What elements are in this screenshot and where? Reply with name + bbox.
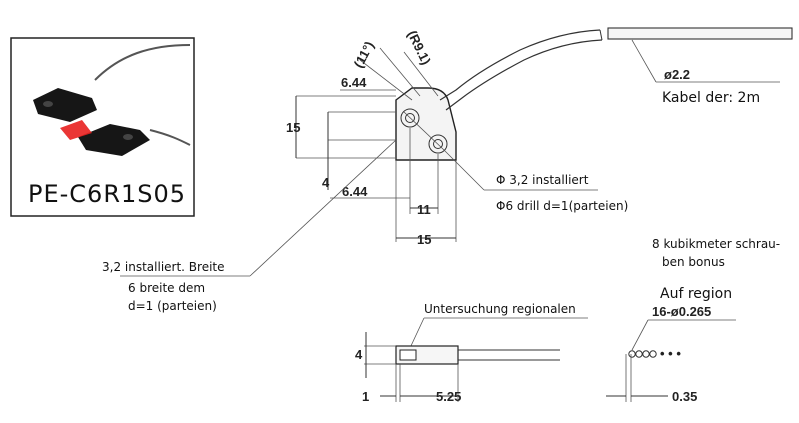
hole-centerline	[403, 111, 445, 151]
mount-hole-top-inner	[405, 113, 415, 123]
sensor-head-drawing: (11°) (R9.1) 15 4 6.44 6.44 11 15	[286, 27, 793, 247]
photo-cable-bottom	[149, 129, 191, 146]
cable-diameter: ø2.2	[664, 67, 690, 82]
cable-segment	[607, 27, 793, 40]
screw-note-line1: 8 kubikmeter schrau-	[652, 237, 780, 251]
region-fiber-4	[649, 350, 657, 358]
angle-leader-b	[379, 47, 421, 97]
side-dim-1: 1	[362, 389, 369, 404]
radius-leader	[403, 51, 439, 97]
dim-15-horizontal: 15	[417, 232, 431, 247]
dim-644-bottom: 6.44	[342, 184, 368, 199]
region-fiber-3	[642, 350, 650, 358]
cable-break-left	[599, 29, 603, 41]
left-note-line2: 6 breite dem	[128, 281, 205, 295]
photo-sensor-head-bottom	[78, 124, 150, 156]
mount-hole-bottom-inner	[433, 139, 443, 149]
dim-11: 11	[417, 202, 431, 217]
model-label: PE-C6R1S05	[28, 180, 186, 208]
screw-note-line2: ben bonus	[662, 255, 725, 269]
side-dim-4: 4	[355, 347, 363, 362]
photo-red-beam	[60, 120, 92, 140]
hole-callout-leader	[443, 149, 485, 191]
dim-4: 4	[322, 175, 330, 190]
region-view-title: Auf region	[660, 286, 732, 302]
photo-mount-hole-bottom	[123, 134, 133, 140]
side-dim-525: 5.25	[436, 389, 461, 404]
product-photo-panel: PE-C6R1S05	[10, 37, 195, 217]
photo-cable-top	[94, 44, 191, 81]
dim-644-top: 6.44	[341, 75, 367, 90]
cable-edge-outer	[439, 29, 601, 101]
region-leader	[631, 319, 649, 351]
region-spec: 16-ø0.265	[652, 304, 711, 319]
cable-edge-inner	[445, 39, 603, 111]
install-32-note: Φ 3,2 installiert	[496, 173, 589, 187]
cable-callout-leader	[631, 39, 657, 83]
photo-frame	[10, 37, 195, 217]
drill-6-note: Φ6 drill d=1(parteien)	[496, 199, 628, 213]
angle-label: (11°)	[351, 39, 377, 70]
dim-15-vertical: 15	[286, 120, 300, 135]
region-fiber-1	[628, 350, 636, 358]
region-view-drawing: Auf region 16-ø0.265 • • • 0.35	[606, 286, 736, 404]
side-view-leader	[409, 317, 425, 349]
region-ellipsis: • • •	[660, 346, 681, 361]
photo-mount-hole-top	[43, 101, 53, 107]
left-note-leader	[249, 139, 397, 277]
side-view-title: Untersuchung regionalen	[424, 302, 576, 316]
side-view-lens	[399, 349, 417, 361]
radius-label: (R9.1)	[405, 28, 434, 67]
side-view-drawing: Untersuchung regionalen 4 1 5.25	[355, 302, 588, 404]
angle-leader-a	[359, 59, 413, 101]
mount-hole-bottom	[428, 134, 448, 154]
mount-hole-top	[400, 108, 420, 128]
cable-length-note: Kabel der: 2m	[662, 90, 760, 106]
sensor-body-outline	[395, 87, 457, 161]
left-note-line1: 3,2 installiert. Breite	[102, 260, 225, 274]
region-dim-035: 0.35	[672, 389, 697, 404]
left-note-line3: d=1 (parteien)	[128, 299, 217, 313]
photo-sensor-head-top	[33, 88, 97, 122]
region-fiber-2	[635, 350, 643, 358]
